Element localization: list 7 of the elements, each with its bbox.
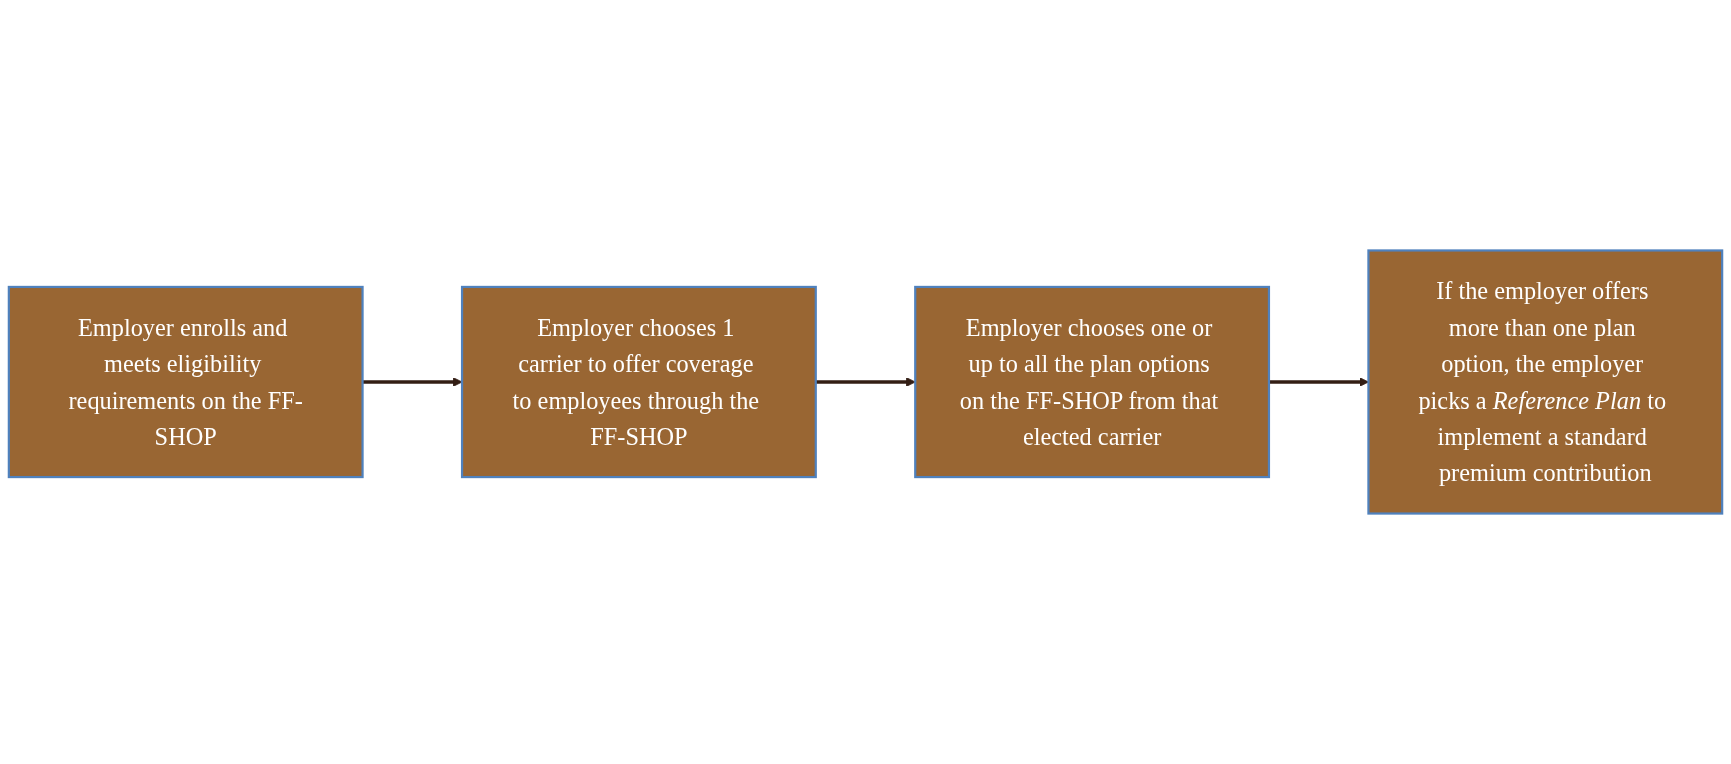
node-box: Employer enrolls and meets eligibility requirements on the FF-SHOP (7, 285, 364, 479)
node-box: If the employer offers more than one plan option, the employer picks a Reference Plan to implement a standard premium contribution (1367, 249, 1724, 515)
node-box: Employer chooses 1 carrier to offer coverage to employees through the FF-SHOP (460, 285, 817, 479)
arrow (362, 377, 463, 387)
node-box: Employer chooses one or up to all the plan options on the FF-SHOP from that elected carrier (914, 285, 1271, 479)
arrow (815, 377, 916, 387)
arrow (1268, 377, 1369, 387)
